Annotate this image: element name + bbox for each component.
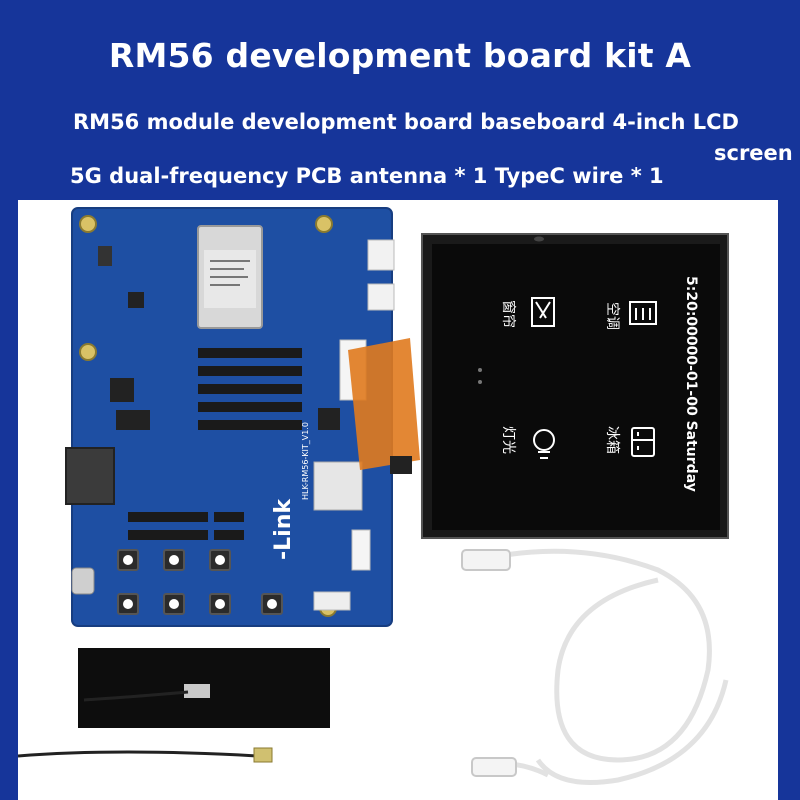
- typec-cable: [487, 548, 729, 785]
- product-photo: -Link HLK-RM56-KIT_V1.0 5:20:00000-01-00…: [18, 200, 778, 800]
- air-conditioner-icon: [629, 301, 657, 325]
- subtitle-line-2: 5G dual-frequency PCB antenna * 1 TypeC …: [70, 164, 664, 188]
- fridge-icon: [631, 427, 655, 457]
- board-model-silkscreen: HLK-RM56-KIT_V1.0: [301, 422, 310, 500]
- fridge-tile: 冰箱: [604, 426, 655, 457]
- light-label: 灯光: [500, 426, 516, 454]
- curtain-icon: [531, 297, 555, 327]
- subtitle-line-1-wrap: screen: [714, 141, 793, 165]
- flex-cable: [348, 338, 420, 470]
- light-tile: 灯光: [500, 426, 555, 459]
- lcd-clock-text: 5:20:00000-01-00 Saturday: [683, 276, 699, 492]
- light-bulb-icon: [533, 429, 555, 459]
- development-board: -Link HLK-RM56-KIT_V1.0: [65, 207, 395, 627]
- board-brand-silkscreen: -Link: [271, 498, 296, 560]
- page-title: RM56 development board kit A: [108, 36, 692, 75]
- curtain-tile: 窗帘: [500, 297, 555, 328]
- pcb-antenna: [18, 648, 330, 763]
- air-conditioner-label: 空调: [604, 302, 620, 330]
- typec-plug: [461, 549, 511, 571]
- subtitle-line-1: RM56 module development board baseboard …: [73, 110, 739, 134]
- air-conditioner-tile: 空调: [604, 301, 657, 330]
- fridge-label: 冰箱: [604, 426, 620, 454]
- usb-plug: [471, 757, 517, 777]
- curtain-label: 窗帘: [500, 300, 517, 328]
- lcd-screen: 5:20:00000-01-00 Saturday 窗帘 空调: [421, 233, 729, 539]
